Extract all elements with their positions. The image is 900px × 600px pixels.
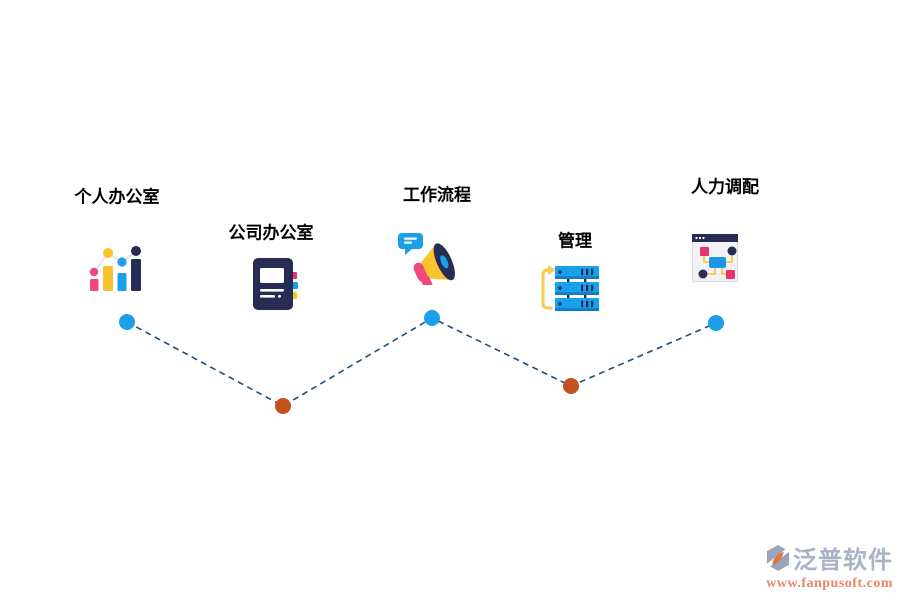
label-workflow: 工作流程 <box>403 185 471 205</box>
label-personal-office: 个人办公室 <box>74 187 160 207</box>
timeline-dot-1 <box>119 314 135 330</box>
timeline-dot-5 <box>708 315 724 331</box>
fanpu-logo-icon <box>764 544 792 572</box>
label-company-office: 公司办公室 <box>228 223 314 243</box>
timeline-dot-2 <box>275 398 291 414</box>
label-management: 管理 <box>558 231 592 251</box>
megaphone-icon <box>397 229 461 292</box>
server-row <box>555 282 599 295</box>
server-stack-icon <box>539 264 601 312</box>
notebook-icon <box>253 258 299 310</box>
timeline-dot-3 <box>424 310 440 326</box>
watermark-brand: 泛普软件 <box>793 548 893 574</box>
speech-bubble-icon <box>398 233 423 255</box>
dashed-line <box>126 317 717 407</box>
server-row <box>555 266 599 279</box>
window-flowchart-icon <box>692 234 738 282</box>
watermark-url: www.fanpusoft.com <box>766 576 893 591</box>
label-hr-allocation: 人力调配 <box>691 177 759 197</box>
timeline-dot-4 <box>563 378 579 394</box>
watermark: 泛普软件 www.fanpusoft.com <box>764 540 893 592</box>
bar-chart-icon <box>87 245 143 291</box>
server-row <box>555 298 599 311</box>
